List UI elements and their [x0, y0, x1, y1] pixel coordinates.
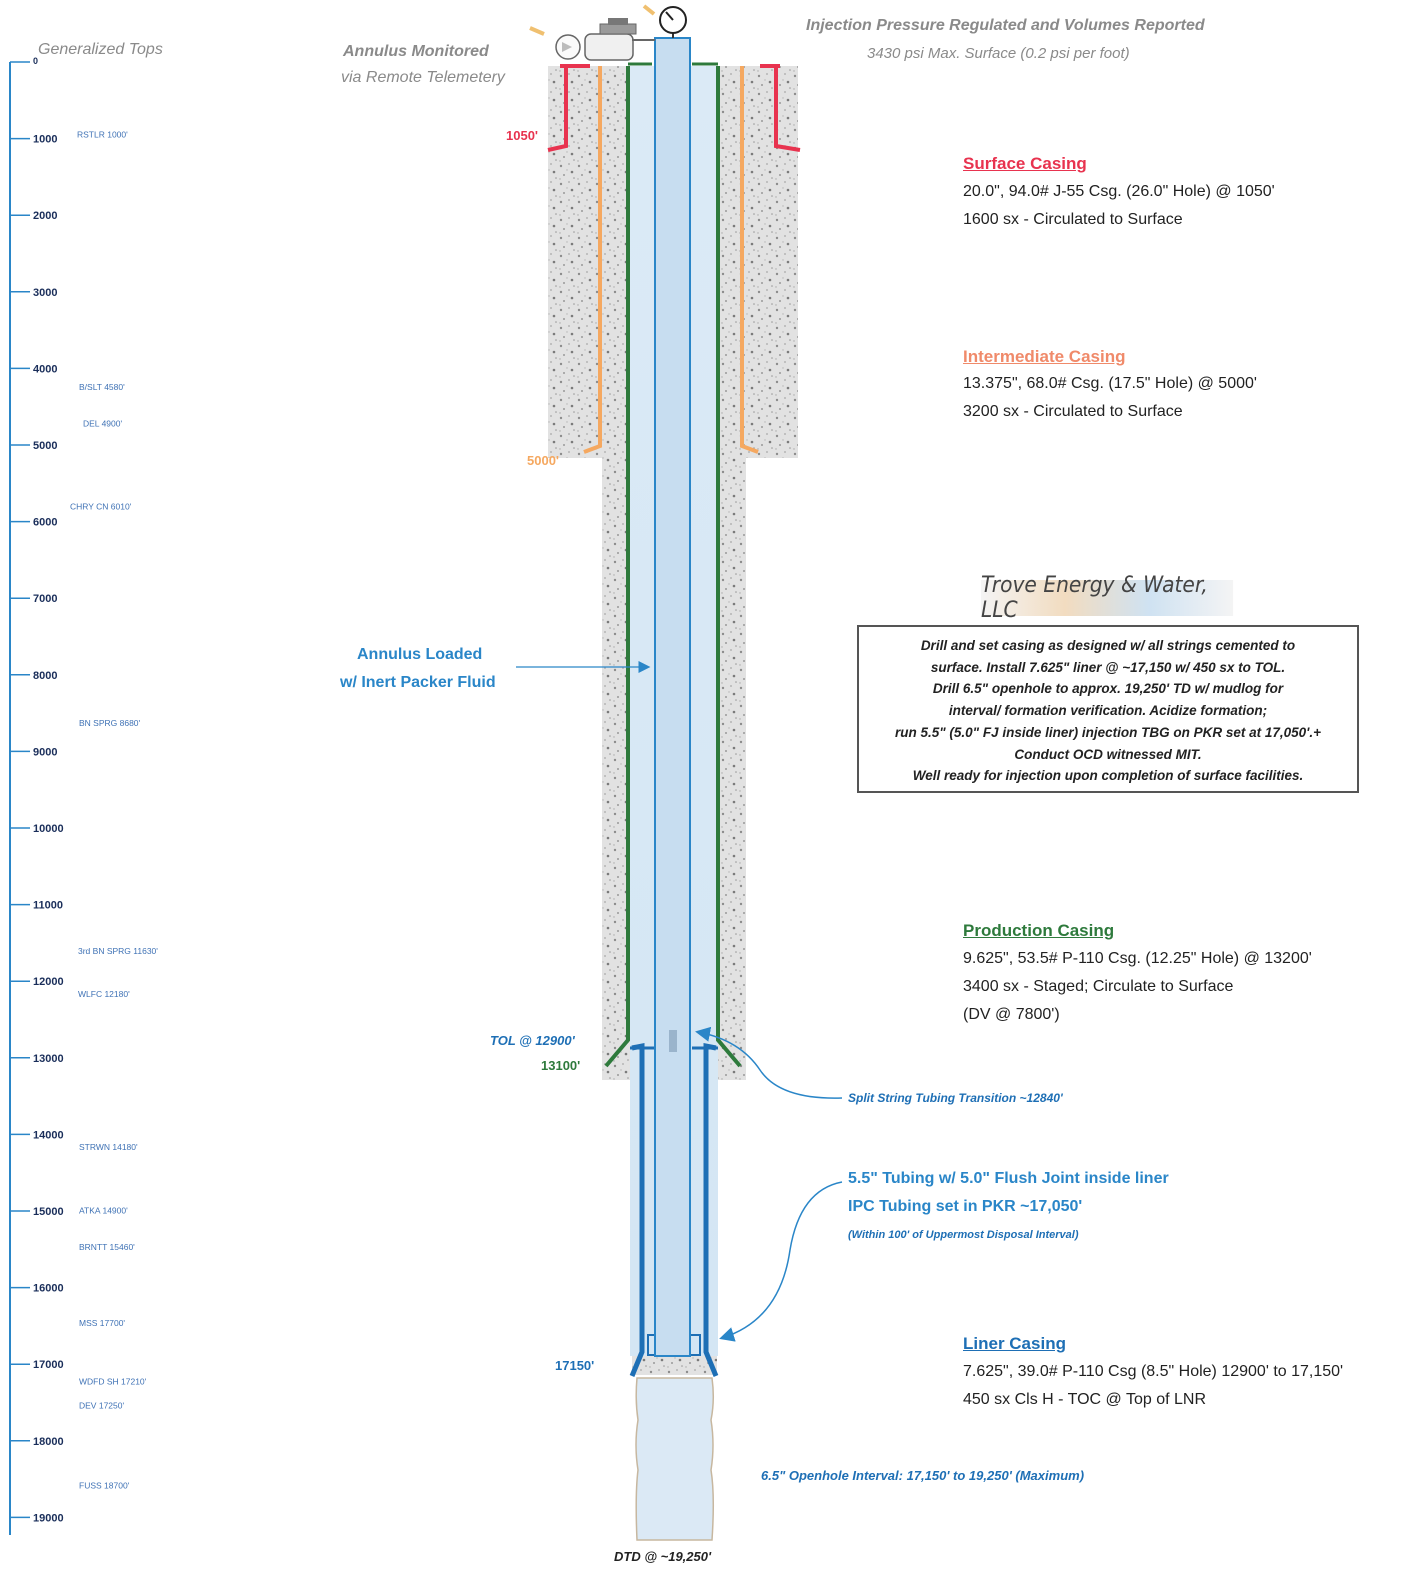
depth-tick-label: 17000: [33, 1359, 64, 1371]
intermediate-casing-spec: 13.375", 68.0# Csg. (17.5" Hole) @ 5000': [963, 375, 1257, 392]
production-casing-dv: (DV @ 7800'): [963, 1006, 1060, 1023]
depth-tick-label: 8000: [33, 670, 57, 682]
intermediate-casing-cement: 3200 sx - Circulated to Surface: [963, 403, 1183, 420]
surface-casing-left: [547, 66, 568, 152]
depth-tick-label: 18000: [33, 1436, 64, 1448]
production-casing-spec: 9.625", 53.5# P-110 Csg. (12.25" Hole) @…: [963, 950, 1312, 967]
formation-label: BRNTT 15460': [79, 1242, 135, 1252]
intermediate-casing-right: [740, 66, 759, 454]
depth-tick-label: 15000: [33, 1206, 64, 1218]
packer-fluid-label-2: w/ Inert Packer Fluid: [340, 674, 496, 691]
formation-label: DEL 4900': [83, 418, 122, 428]
note-line: Drill 6.5" openhole to approx. 19,250' T…: [932, 681, 1284, 697]
depth-tick-label: 11000: [33, 900, 63, 912]
production-casing-title: Production Casing: [963, 921, 1115, 940]
split-string-transition: [669, 1030, 677, 1052]
split-string-arrow: [695, 1026, 843, 1099]
formation-label: WLFC 12180': [78, 989, 130, 999]
max-surface-pressure-label: 3430 psi Max. Surface (0.2 psi per foot): [867, 45, 1130, 62]
note-line: Drill and set casing as designed w/ all …: [920, 638, 1296, 653]
depth-tick-label: 1000: [33, 134, 57, 146]
formation-label: FUSS 18700': [79, 1480, 130, 1490]
openhole-label: 6.5" Openhole Interval: 17,150' to 19,25…: [761, 1468, 1085, 1483]
note-line: Well ready for injection upon completion…: [912, 768, 1304, 784]
annulus-monitored-label: Annulus Monitored: [343, 43, 489, 60]
formation-label: DEV 17250': [79, 1400, 124, 1410]
depth-tick-label: 13000: [33, 1053, 64, 1065]
formation-label: BN SPRG 8680': [79, 718, 141, 728]
production-casing-cement: 3400 sx - Staged; Circulate to Surface: [963, 978, 1234, 995]
depth-tick-label: 5000: [33, 440, 57, 452]
tubing-label-1: 5.5" Tubing w/ 5.0" Flush Joint inside l…: [848, 1170, 1169, 1187]
depth-tick-label: 14000: [33, 1129, 64, 1141]
liner-casing-title: Liner Casing: [963, 1334, 1066, 1353]
note-line: interval/ formation verification. Acidiz…: [948, 703, 1268, 719]
pressure-gauge-icon: [642, 4, 687, 38]
formation-label: MSS 17700': [79, 1318, 125, 1328]
production-depth-tag: 13100': [541, 1058, 581, 1073]
surface-casing-right: [774, 66, 801, 152]
intermediate-depth-tag: 5000': [527, 453, 560, 468]
injection-pressure-label: Injection Pressure Regulated and Volumes…: [806, 17, 1205, 34]
packer-fluid-label-1: Annulus Loaded: [357, 646, 483, 663]
formation-label: B/SLT 4580': [79, 382, 125, 392]
liner-depth-tag: 17150': [555, 1358, 595, 1373]
tubing-arrow: [719, 1181, 843, 1342]
openhole-interval: [635, 1377, 715, 1541]
surface-casing-title: Surface Casing: [963, 154, 1087, 173]
note-line: Conduct OCD witnessed MIT.: [1014, 746, 1202, 762]
depth-tick-label: 19000: [33, 1512, 64, 1524]
axis-zero-label: 0: [33, 56, 39, 66]
depth-tick-label: 2000: [33, 210, 57, 222]
pump-icon: [529, 18, 655, 61]
liner-casing-cement: 450 sx Cls H - TOC @ Top of LNR: [963, 1391, 1206, 1408]
tubing-label-3: (Within 100' of Uppermost Disposal Inter…: [848, 1229, 1079, 1241]
dtd-label: DTD @ ~19,250': [614, 1549, 712, 1564]
intermediate-casing-title: Intermediate Casing: [963, 347, 1126, 366]
formation-label: 3rd BN SPRG 11630': [78, 946, 158, 956]
liner-casing-spec: 7.625", 39.0# P-110 Csg (8.5" Hole) 1290…: [963, 1363, 1344, 1380]
intermediate-casing-left: [583, 66, 602, 454]
company-logo: Trove Energy & Water, LLC: [980, 573, 1234, 623]
tubing-label-2: IPC Tubing set in PKR ~17,050': [848, 1198, 1083, 1215]
formation-label: STRWN 14180': [79, 1142, 138, 1152]
remote-telemetry-label: via Remote Telemetery: [341, 69, 505, 86]
depth-tick-label: 4000: [33, 363, 57, 375]
depth-tick-label: 3000: [33, 287, 57, 299]
formation-label: CHRY CN 6010': [70, 501, 132, 511]
depth-tick-label: 7000: [33, 593, 57, 605]
production-casing-left: [604, 66, 630, 1068]
tol-depth-tag: TOL @ 12900': [490, 1033, 575, 1048]
depth-tick-label: 6000: [33, 517, 57, 529]
note-line: run 5.5" (5.0" FJ inside liner) injectio…: [894, 724, 1321, 740]
note-line: surface. Install 7.625" liner @ ~17,150 …: [930, 659, 1286, 675]
surface-casing-spec: 20.0", 94.0# J-55 Csg. (26.0" Hole) @ 10…: [963, 183, 1275, 200]
axis-title: Generalized Tops: [38, 41, 163, 58]
formation-label: WDFD SH 17210': [79, 1376, 147, 1386]
formation-label: RSTLR 1000': [77, 130, 128, 140]
formation-label: ATKA 14900': [79, 1205, 128, 1215]
depth-tick-label: 9000: [33, 746, 57, 758]
production-casing-right: [716, 66, 742, 1068]
surface-depth-tag: 1050': [506, 128, 539, 143]
split-string-label: Split String Tubing Transition ~12840': [848, 1091, 1063, 1105]
surface-casing-cement: 1600 sx - Circulated to Surface: [963, 211, 1183, 228]
depth-tick-label: 10000: [33, 823, 64, 835]
injection-tubing: [654, 37, 691, 1357]
depth-tick-label: 12000: [33, 976, 64, 988]
notes-box: Drill and set casing as designed w/ all …: [857, 625, 1359, 793]
depth-tick-label: 16000: [33, 1283, 64, 1295]
